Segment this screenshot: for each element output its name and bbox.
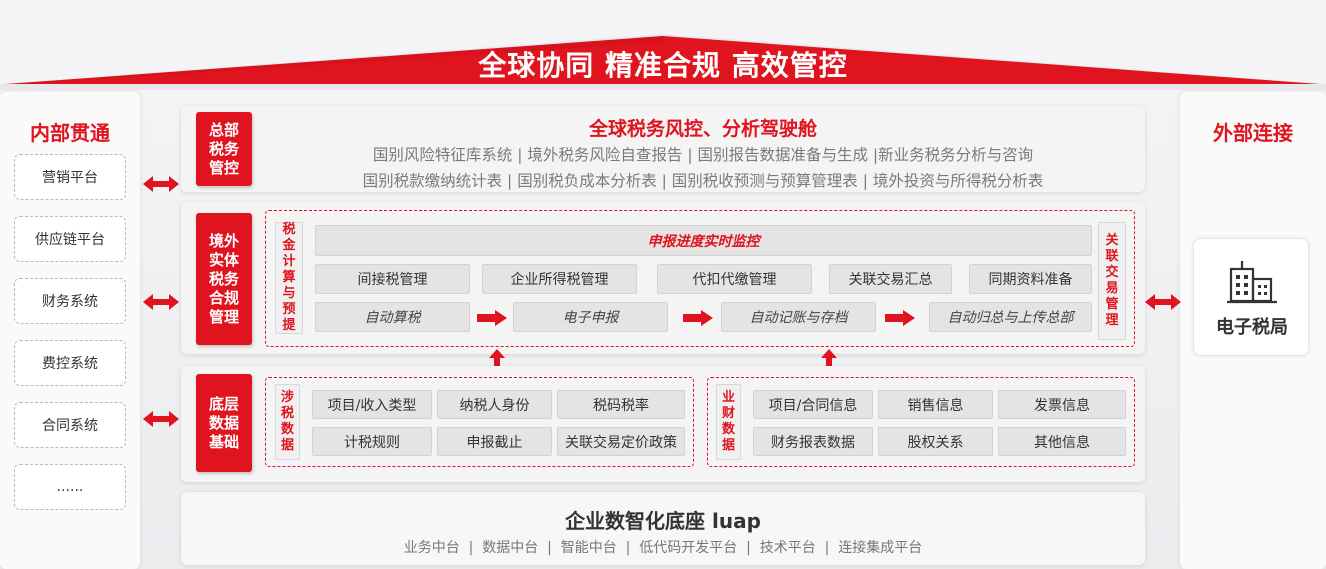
- system-box[interactable]: 财务系统: [14, 278, 126, 324]
- platform-subtitle: 业务中台 | 数据中台 | 智能中台 | 低代码开发平台 | 技术平台 | 连接…: [403, 540, 923, 556]
- biz-data-cell[interactable]: 财务报表数据: [753, 427, 873, 456]
- flow-step[interactable]: 自动记账与存档: [721, 302, 876, 332]
- internal-panel: 内部贯通 营销平台 供应链平台 财务系统 费控系统 合同系统 ......: [0, 92, 140, 569]
- biz-data-label: 业 财 数 据: [716, 384, 741, 460]
- biz-data-frame: [707, 377, 1135, 467]
- tax-data-cell[interactable]: 计税规则: [312, 427, 432, 456]
- tax-data-cell[interactable]: 申报截止: [437, 427, 552, 456]
- banner-title: 全球协同 精准合规 高效管控: [478, 49, 848, 82]
- monitor-bar[interactable]: 申报进度实时监控: [315, 225, 1092, 256]
- entity-left-label: 税 金 计 算 与 预 提: [275, 222, 303, 334]
- hq-line-2: 国别税款缴纳统计表 | 国别税负成本分析表 | 国别税收预测与预算管理表 | 境…: [362, 172, 1044, 190]
- module-cell[interactable]: 间接税管理: [315, 264, 470, 294]
- entity-dashed-frame: [265, 210, 1135, 347]
- module-cell[interactable]: 代扣代缴管理: [657, 264, 812, 294]
- biz-data-cell[interactable]: 其他信息: [998, 427, 1126, 456]
- module-cell[interactable]: 关联交易汇总: [829, 264, 952, 294]
- tax-data-cell[interactable]: 项目/收入类型: [312, 390, 432, 419]
- arrow-right-icon: [885, 310, 915, 326]
- tax-data-label: 涉 税 数 据: [275, 384, 300, 460]
- biz-data-cell[interactable]: 发票信息: [998, 390, 1126, 419]
- system-box[interactable]: ......: [14, 464, 126, 510]
- base-row: 底层 数据 基础: [181, 366, 1145, 482]
- internal-title: 内部贯通: [30, 121, 110, 145]
- system-box[interactable]: 营销平台: [14, 154, 126, 200]
- hq-row: 总部 税务 管控 全球税务风控、分析驾驶舱 国别风险特征库系统 | 境外税务风险…: [181, 106, 1145, 192]
- tax-data-frame: [265, 377, 694, 467]
- biz-data-cell[interactable]: 股权关系: [878, 427, 993, 456]
- building-icon: [1227, 261, 1277, 304]
- arrow-right-icon: [477, 310, 507, 326]
- platform-title: 企业数智化底座 luap: [565, 509, 761, 533]
- external-title: 外部连接: [1213, 121, 1293, 145]
- module-cell[interactable]: 企业所得税管理: [482, 264, 637, 294]
- flow-step[interactable]: 自动归总与上传总部: [929, 302, 1092, 332]
- system-box[interactable]: 费控系统: [14, 340, 126, 386]
- double-arrow-icon: [1145, 294, 1181, 310]
- banner-roof: [0, 34, 1326, 90]
- tax-bureau-label: 电子税局: [1216, 317, 1288, 338]
- tax-bureau-card[interactable]: 电子税局: [1193, 238, 1309, 356]
- biz-data-cell[interactable]: 项目/合同信息: [753, 390, 873, 419]
- system-box[interactable]: 合同系统: [14, 402, 126, 448]
- entity-badge: 境外 实体 税务 合规 管理: [196, 213, 252, 345]
- double-arrow-icon: [143, 411, 179, 427]
- flow-step[interactable]: 自动算税: [315, 302, 470, 332]
- platform-row: 企业数智化底座 luap 业务中台 | 数据中台 | 智能中台 | 低代码开发平…: [181, 492, 1145, 565]
- base-badge: 底层 数据 基础: [196, 374, 252, 472]
- module-cell[interactable]: 同期资料准备: [969, 264, 1092, 294]
- tax-data-cell[interactable]: 税码税率: [557, 390, 685, 419]
- double-arrow-icon: [143, 294, 179, 310]
- system-box[interactable]: 供应链平台: [14, 216, 126, 262]
- tax-data-cell[interactable]: 关联交易定价政策: [557, 427, 685, 456]
- double-arrow-icon: [143, 176, 179, 192]
- flow-step[interactable]: 电子申报: [513, 302, 668, 332]
- tax-data-cell[interactable]: 纳税人身份: [437, 390, 552, 419]
- entity-right-label: 关 联 交 易 管 理: [1098, 222, 1126, 340]
- arrow-right-icon: [683, 310, 713, 326]
- hq-badge: 总部 税务 管控: [196, 112, 252, 186]
- biz-data-cell[interactable]: 销售信息: [878, 390, 993, 419]
- hq-title: 全球税务风控、分析驾驶舱: [588, 118, 817, 140]
- hq-line-1: 国别风险特征库系统 | 境外税务风险自查报告 | 国别报告数据准备与生成 |新业…: [372, 146, 1034, 164]
